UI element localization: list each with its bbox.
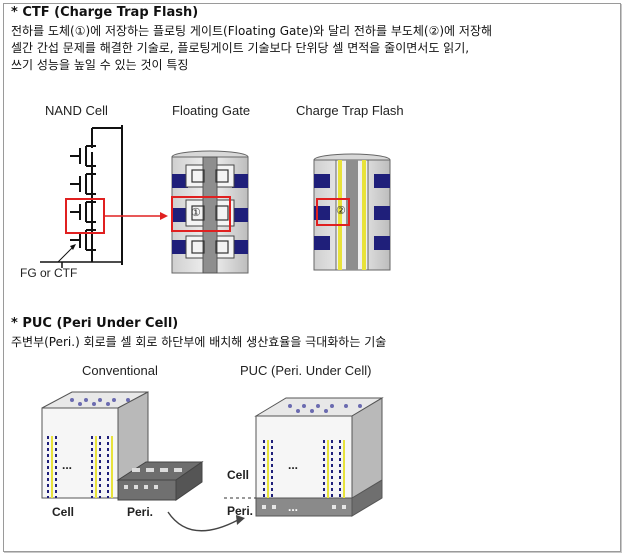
transistor-1 [70, 145, 96, 167]
insulator-marker: ② [336, 205, 346, 217]
ctf-description-line2: 셀간 간섭 문제를 해결한 기술로, 플로팅게이트 기술보다 단위당 셀 면적을… [11, 41, 470, 55]
fg-or-ctf-label: FG or CTF [20, 266, 78, 280]
puc-description-line1: 주변부(Peri.) 회로를 셀 회로 하단부에 배치해 생산효율을 극대화하는… [11, 335, 387, 349]
conductor-marker: ① [191, 207, 201, 219]
puc-peri-label: Peri. [227, 504, 254, 518]
charge-trap-flash-label: Charge Trap Flash [296, 103, 404, 118]
floating-gate-label: Floating Gate [172, 103, 251, 118]
ctf-heading: * CTF (Charge Trap Flash) [11, 5, 199, 20]
puc-structure-label: PUC (Peri. Under Cell) [240, 363, 372, 378]
ctf-description-line1: 전하를 도체(①)에 저장하는 플로팅 게이트(Floating Gate)와 … [11, 24, 493, 38]
conventional-cell-label: Cell [52, 505, 75, 519]
puc-cell-label: Cell [227, 468, 250, 482]
puc-peri-dots: ... [288, 500, 299, 514]
nand-cell-label: NAND Cell [45, 103, 108, 118]
conventional-dots: ... [62, 458, 73, 472]
conventional-label: Conventional [82, 363, 158, 378]
puc-heading: * PUC (Peri Under Cell) [11, 316, 179, 331]
puc-dots: ... [288, 458, 299, 472]
ctf-description-line3: 쓰기 성능을 높일 수 있는 것이 특징 [11, 58, 189, 72]
conventional-peri-label: Peri. [127, 505, 154, 519]
